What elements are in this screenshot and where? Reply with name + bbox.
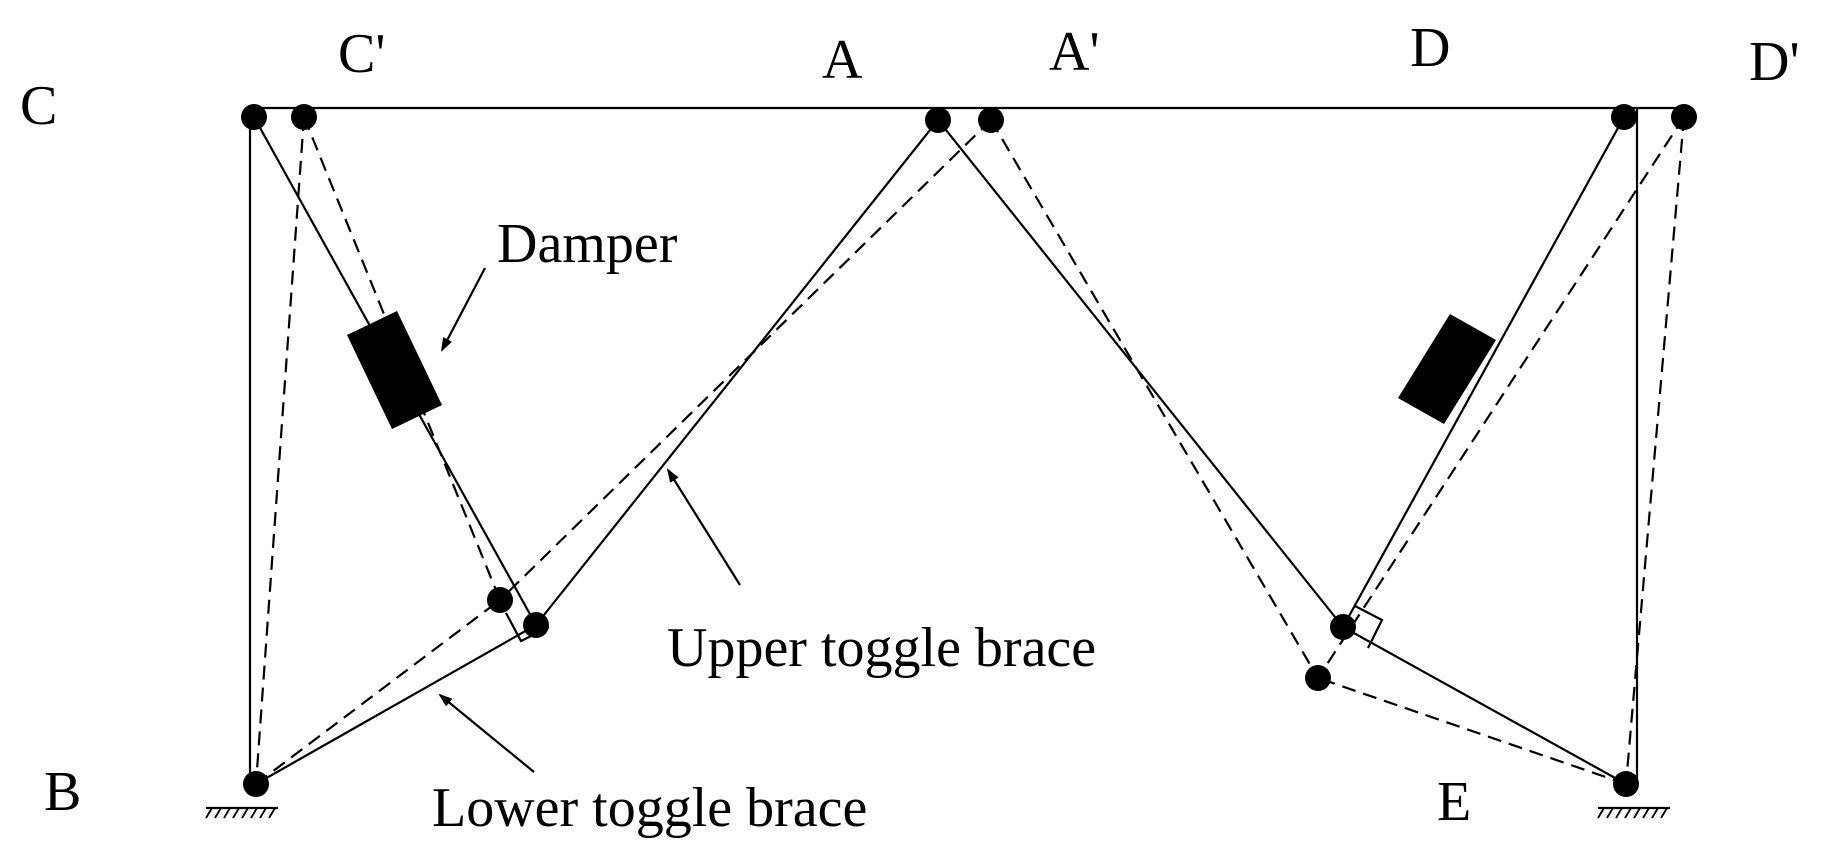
right-brace-solid	[937, 116, 1627, 785]
label-d: D	[1410, 17, 1450, 79]
left-damper-block	[347, 311, 442, 429]
lower-toggle-brace-caption: Lower toggle brace	[432, 777, 867, 839]
right-damper-brace-line	[1342, 116, 1625, 628]
left-hatch-1	[205, 807, 213, 819]
left-hatch-3	[223, 807, 231, 819]
joints	[241, 104, 1697, 797]
upper-toggle-brace-arrow	[666, 468, 741, 586]
point-labels: C C' A A' D D' B E	[20, 17, 1800, 833]
left-upper-toggle-deformed-line	[499, 119, 992, 601]
right-right-angle-mark	[1354, 605, 1384, 649]
label-a: A	[822, 29, 863, 91]
left-ground-support	[205, 806, 278, 819]
frame	[248, 106, 1690, 786]
label-c-prime: C'	[338, 23, 385, 85]
left-upper-toggle-line	[535, 119, 939, 626]
joint-e	[1613, 771, 1639, 797]
joint-left-knee	[523, 612, 549, 638]
dampers	[347, 311, 1496, 429]
damper-arrow	[441, 267, 486, 352]
left-hatch-2	[214, 807, 222, 819]
label-a-prime: A'	[1049, 21, 1100, 83]
left-hatch-6	[250, 807, 258, 819]
left-column-deformed-line	[254, 116, 306, 785]
right-hatch-4	[1624, 807, 1632, 819]
joint-d-prime	[1671, 104, 1697, 130]
label-e: E	[1437, 771, 1471, 833]
right-ground-support	[1597, 806, 1670, 819]
right-damper-block	[1398, 314, 1496, 424]
label-d-prime: D'	[1749, 31, 1800, 93]
right-brace-dashed	[990, 116, 1686, 786]
joint-c-prime	[291, 104, 317, 130]
left-hatch-7	[259, 807, 267, 819]
leader-arrows	[438, 267, 741, 773]
right-hatch-3	[1615, 807, 1623, 819]
label-c: C	[20, 75, 57, 137]
joint-left-knee-deformed	[487, 587, 513, 613]
right-damper-brace-deformed-line	[1317, 116, 1685, 679]
left-lower-toggle-line	[255, 624, 537, 785]
right-lower-toggle-deformed-line	[1317, 676, 1627, 786]
joint-right-knee-deformed	[1305, 665, 1331, 691]
joint-c	[241, 104, 267, 130]
joint-a	[925, 107, 951, 133]
captions: Damper Upper toggle brace Lower toggle b…	[432, 213, 1096, 839]
right-hatch-5	[1633, 807, 1641, 819]
right-hatch-2	[1606, 807, 1614, 819]
left-lower-toggle-deformed-line	[255, 599, 501, 785]
joint-right-knee	[1330, 614, 1356, 640]
left-hatch-4	[232, 807, 240, 819]
right-upper-toggle-deformed-line	[990, 119, 1319, 679]
left-hatch-8	[268, 807, 276, 819]
label-b: B	[44, 761, 81, 823]
lower-toggle-brace-arrow	[438, 693, 535, 773]
damper-caption: Damper	[497, 213, 678, 275]
right-hatch-7	[1651, 807, 1659, 819]
joint-a-prime	[978, 107, 1004, 133]
right-hatch-8	[1660, 807, 1668, 819]
right-hatch-6	[1642, 807, 1650, 819]
left-brace-dashed	[254, 116, 992, 785]
joint-b	[243, 771, 269, 797]
left-hatch-5	[241, 807, 249, 819]
upper-toggle-brace-caption: Upper toggle brace	[667, 617, 1096, 679]
right-hatch-1	[1597, 807, 1605, 819]
joint-d	[1611, 104, 1637, 130]
right-column-deformed-line	[1624, 116, 1686, 785]
right-lower-toggle-line	[1342, 626, 1627, 785]
